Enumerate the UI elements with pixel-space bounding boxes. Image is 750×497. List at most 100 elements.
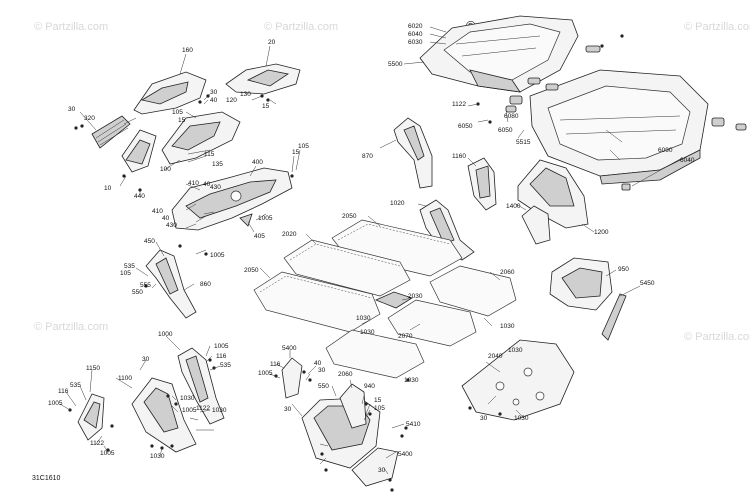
callout: 1030 [180, 395, 195, 402]
callout: 410 [152, 208, 163, 215]
part-dash-upper [161, 111, 241, 165]
callout: 2060 [338, 371, 353, 378]
callout: 1005 [48, 400, 63, 407]
part-roof-rear [529, 69, 709, 185]
callout: 1005 [258, 215, 273, 222]
callout: 116 [270, 361, 281, 368]
callout: 30 [210, 89, 218, 96]
callout: 1122 [452, 101, 466, 108]
callout: 940 [364, 383, 375, 390]
callout: 160 [182, 47, 193, 54]
watermark: © Partzilla.com [684, 331, 750, 343]
callout: 105 [120, 270, 131, 277]
callout: 115 [204, 151, 215, 158]
callout: 30 [318, 367, 326, 374]
callout: 410 [188, 180, 199, 187]
callout: 1030 [356, 315, 371, 322]
callout: 5500 [388, 61, 403, 68]
callout: 1020 [390, 200, 405, 207]
callout: 1030 [360, 329, 375, 336]
callout: 30 [68, 106, 76, 113]
callout: 1030 [514, 415, 529, 422]
callout: 30 [480, 415, 488, 422]
watermark: © Partzilla.com [34, 321, 108, 333]
callout: 1122 [90, 440, 104, 447]
callout: 405 [254, 233, 265, 240]
part-5450 [601, 293, 627, 341]
callout: 2070 [398, 333, 413, 340]
callout: 2040 [488, 353, 503, 360]
part-front-bracket [121, 129, 157, 173]
callout: 1400 [506, 203, 521, 210]
part-hood-160 [133, 71, 207, 115]
floor-panel-2060 [429, 265, 517, 317]
callout: 860 [200, 281, 211, 288]
callout: 400 [252, 159, 263, 166]
callout: 1005 [214, 343, 229, 350]
part-dashboard [171, 167, 293, 231]
part-2040 [461, 339, 575, 421]
part-pillar-1160 [467, 157, 497, 211]
watermark: © Partzilla.com [34, 21, 108, 33]
part-pillar-870 [393, 117, 433, 189]
callout: 1030 [500, 323, 515, 330]
callout: 40 [162, 215, 170, 222]
callout: 6040 [408, 31, 423, 38]
callout: 120 [226, 97, 237, 104]
callout: 105 [374, 405, 385, 412]
callout: 6040 [680, 157, 695, 164]
callout: 1005 [182, 407, 197, 414]
callout: 535 [124, 263, 135, 270]
floor-panel-2070 [387, 299, 477, 347]
callout: 2030 [408, 293, 423, 300]
callout: 320 [84, 115, 95, 122]
callout: 40 [314, 360, 322, 367]
part-950 [549, 257, 613, 311]
callout: 15 [292, 149, 300, 156]
part-side-1100 [131, 377, 197, 453]
part-rocker-1000 [177, 347, 225, 425]
callout: 30 [378, 467, 386, 474]
diagram-code: 31C1610 [32, 475, 61, 482]
part-405 [239, 213, 253, 227]
callout: 1100 [118, 375, 132, 382]
part-1400 [521, 205, 551, 245]
callout: 2050 [244, 267, 259, 274]
callout: 1030 [150, 453, 165, 460]
callout: 1005 [258, 370, 273, 377]
callout: 105 [172, 109, 183, 116]
callout: 5515 [516, 139, 531, 146]
part-1005-pillar [281, 357, 303, 399]
watermark: © Partzilla.com [264, 21, 338, 33]
callout: 430 [166, 222, 177, 229]
callout: 870 [362, 153, 373, 160]
callout-labels: 6020 6040 6030 5500 160 20 30 40 30 320 … [32, 23, 695, 482]
callout: 6080 [504, 113, 519, 120]
callout: 555 [140, 282, 151, 289]
callout: 1030 [212, 407, 227, 414]
floor-panel-2050b [253, 271, 381, 333]
callout: 5400 [398, 451, 413, 458]
callout: 30 [142, 356, 150, 363]
callout: 10 [104, 185, 112, 192]
callout: 40 [210, 97, 218, 104]
callout: 15 [374, 397, 382, 404]
floor-panel-940 [325, 329, 425, 379]
callout: 15 [262, 103, 270, 110]
part-seat-pillar [339, 383, 367, 429]
callout: 1030 [404, 377, 419, 384]
callout: 550 [318, 383, 329, 390]
callout: 6050 [498, 127, 513, 134]
callout: 550 [132, 289, 143, 296]
callout: 2020 [282, 231, 297, 238]
part-1150 [77, 393, 105, 441]
callout: 1200 [594, 229, 609, 236]
callout: 100 [160, 166, 171, 173]
roof-brackets [505, 45, 747, 191]
callout: 2050 [342, 213, 357, 220]
callout: 30 [284, 406, 292, 413]
callout: 2060 [500, 269, 515, 276]
callout: 6050 [458, 123, 473, 130]
callout: 5400 [282, 345, 297, 352]
